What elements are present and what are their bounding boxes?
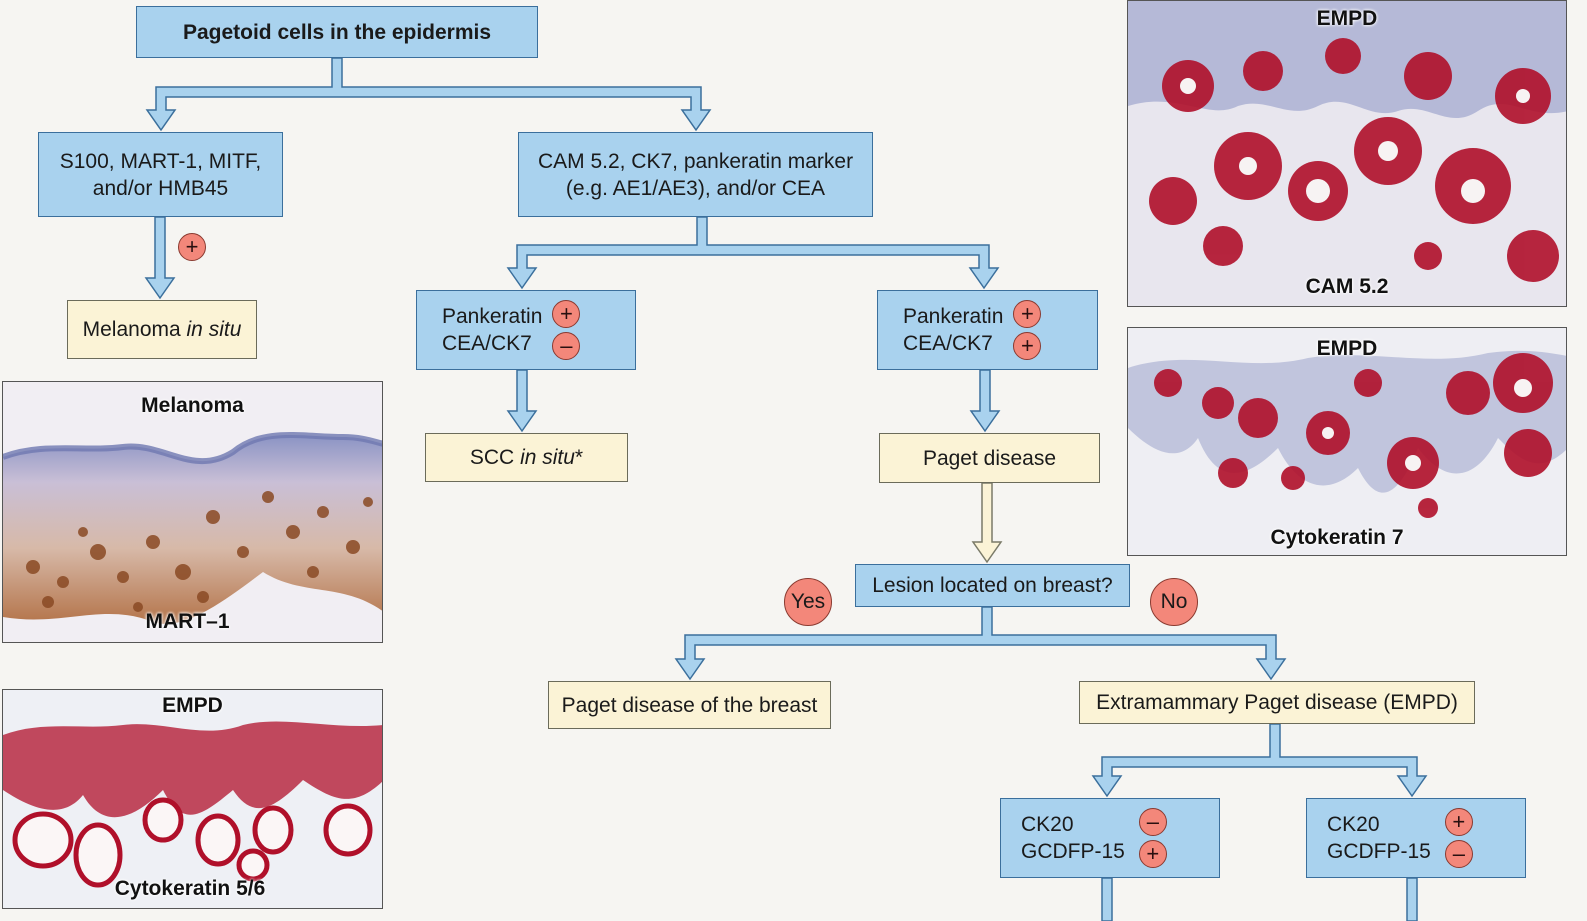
paget-cea-ck7-sign: + — [1013, 332, 1042, 360]
melanoma-italic: in situ — [186, 318, 242, 341]
cam52-tissue-image — [1128, 1, 1566, 282]
scc-cea-ck7-sign: – — [552, 332, 581, 360]
melanoma-result-node: Melanoma in situ — [67, 300, 257, 359]
empd-label: Extramammary Paget disease (EMPD) — [1096, 691, 1458, 714]
scc-pankeratin-sign: + — [552, 300, 581, 328]
question-split-arrow — [674, 606, 1287, 681]
scc-asterisk: * — [574, 446, 584, 469]
empd-right-marker-node: CK20 GCDFP-15 + – — [1306, 798, 1526, 878]
ck7-tissue-image — [1128, 350, 1566, 518]
ck56-tissue-image — [3, 721, 382, 888]
ck56-image-title: EMPD — [162, 694, 223, 717]
epithelial-split-arrow — [506, 216, 1000, 290]
empd-left-ck20-sign: – — [1138, 808, 1167, 836]
ck7-image-stain: Cytokeratin 7 — [1270, 526, 1404, 549]
empd-node: Extramammary Paget disease (EMPD) — [1079, 681, 1475, 724]
paget-result-node: Paget disease — [879, 433, 1100, 483]
melanoma-micrograph: Melanoma MART–1 — [2, 381, 383, 643]
paget-marker-node: Pankeratin CEA/CK7 + + — [877, 290, 1098, 370]
empd-left-gcdfp-sign: + — [1138, 840, 1167, 868]
melanoma-label: Melanoma — [82, 318, 187, 341]
melanocytic-positive-sign: + — [178, 233, 206, 261]
breast-paget-node: Paget disease of the breast — [548, 681, 831, 729]
paget-marker-line1: Pankeratin — [903, 305, 1004, 328]
cam52-image-title: EMPD — [1316, 7, 1378, 30]
empd-right-line1: CK20 — [1327, 813, 1380, 836]
melanoma-tissue-image — [3, 432, 382, 624]
paget-pankeratin-sign: + — [1013, 300, 1042, 328]
scc-down-arrow — [506, 369, 538, 433]
scc-italic: in situ — [520, 446, 575, 469]
paget-to-question-arrow — [971, 482, 1003, 564]
empd-right-gcdfp-sign: – — [1444, 840, 1473, 868]
cam52-micrograph: EMPD CAM 5.2 — [1127, 0, 1567, 307]
scc-marker-line2: CEA/CK7 — [442, 332, 532, 355]
cam52-image-stain: CAM 5.2 — [1305, 275, 1389, 298]
empd-left-marker-node: CK20 GCDFP-15 – + — [1000, 798, 1220, 878]
paget-down-arrow — [969, 369, 1001, 433]
melanoma-image-stain: MART–1 — [145, 610, 230, 633]
empd-right-line2: GCDFP-15 — [1327, 840, 1431, 863]
scc-result-node: SCC in situ* — [425, 433, 628, 482]
melanocytic-markers-line2: and/or HMB45 — [92, 176, 229, 200]
epithelial-markers-node: CAM 5.2, CK7, pankeratin marker (e.g. AE… — [518, 132, 873, 217]
breast-paget-label: Paget disease of the breast — [561, 693, 818, 717]
ck7-image-title: EMPD — [1316, 337, 1378, 360]
paget-label: Paget disease — [922, 446, 1057, 470]
breast-question-node: Lesion located on breast? — [855, 564, 1130, 607]
scc-marker-node: Pankeratin CEA/CK7 + – — [416, 290, 636, 370]
empd-split-arrow — [1091, 723, 1428, 798]
root-node: Pagetoid cells in the epidermis — [136, 6, 538, 58]
root-label: Pagetoid cells in the epidermis — [182, 20, 492, 44]
scc-label: SCC — [469, 446, 521, 469]
ck7-micrograph: EMPD Cytokeratin 7 — [1127, 327, 1567, 556]
empd-right-continue — [1406, 877, 1418, 921]
epithelial-markers-line2: (e.g. AE1/AE3), and/or CEA — [565, 176, 826, 200]
empd-right-ck20-sign: + — [1444, 808, 1473, 836]
no-label: No — [1160, 590, 1188, 613]
epithelial-markers-line1: CAM 5.2, CK7, pankeratin marker — [537, 149, 854, 173]
root-split-arrow — [145, 57, 712, 132]
no-badge: No — [1150, 578, 1198, 626]
melanocytic-markers-node: S100, MART-1, MITF, and/or HMB45 — [38, 132, 283, 217]
empd-left-line2: GCDFP-15 — [1021, 840, 1125, 863]
empd-left-continue — [1101, 877, 1113, 921]
ck56-micrograph: EMPD Cytokeratin 5/6 — [2, 689, 383, 909]
scc-marker-line1: Pankeratin — [442, 305, 543, 328]
melanocytic-markers-line1: S100, MART-1, MITF, — [59, 149, 262, 173]
yes-label: Yes — [790, 590, 826, 613]
paget-marker-line2: CEA/CK7 — [903, 332, 993, 355]
ck56-image-stain: Cytokeratin 5/6 — [114, 877, 266, 900]
breast-question-label: Lesion located on breast? — [872, 574, 1113, 597]
melanocytic-down-arrow — [144, 216, 176, 300]
empd-left-line1: CK20 — [1021, 813, 1074, 836]
yes-badge: Yes — [784, 578, 832, 626]
melanoma-image-title: Melanoma — [141, 394, 244, 417]
